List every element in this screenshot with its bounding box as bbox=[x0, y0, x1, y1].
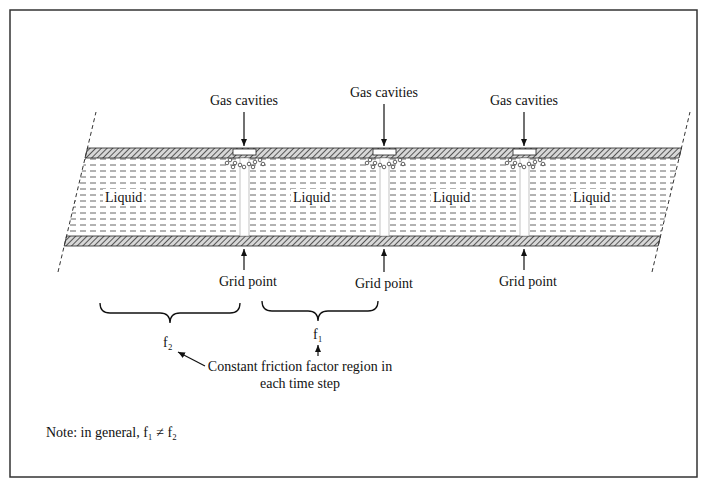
callout-label: Gas cavities bbox=[490, 92, 558, 109]
liquid-region bbox=[67, 158, 680, 236]
symbol-label: f₂ bbox=[163, 334, 173, 351]
gas-bubbles bbox=[225, 158, 545, 169]
pipe-end bbox=[652, 112, 690, 272]
note-text: Note: in general, f₁ ≠ f₂ bbox=[46, 424, 177, 441]
callout-label: Grid point bbox=[499, 273, 557, 290]
region-label: Liquid bbox=[291, 189, 332, 206]
region-label: Liquid bbox=[103, 189, 144, 206]
frame bbox=[10, 10, 697, 477]
grid-sections bbox=[240, 158, 529, 236]
callout-label: Gas cavities bbox=[210, 92, 278, 109]
callout-label: Gas cavities bbox=[350, 84, 418, 101]
note-label: Constant friction factor region in each … bbox=[195, 358, 405, 392]
pipe-wall bbox=[64, 236, 660, 246]
pipe-wall bbox=[85, 148, 682, 158]
symbol-label: f₁ bbox=[313, 326, 323, 343]
pipe-end bbox=[58, 112, 96, 272]
callout-label: Grid point bbox=[219, 273, 277, 290]
callout-label: Grid point bbox=[355, 275, 413, 292]
gas-cavity bbox=[233, 149, 536, 155]
region-label: Liquid bbox=[571, 189, 612, 206]
brace bbox=[100, 301, 378, 323]
region-label: Liquid bbox=[431, 189, 472, 206]
pointer-arrow bbox=[178, 104, 524, 366]
